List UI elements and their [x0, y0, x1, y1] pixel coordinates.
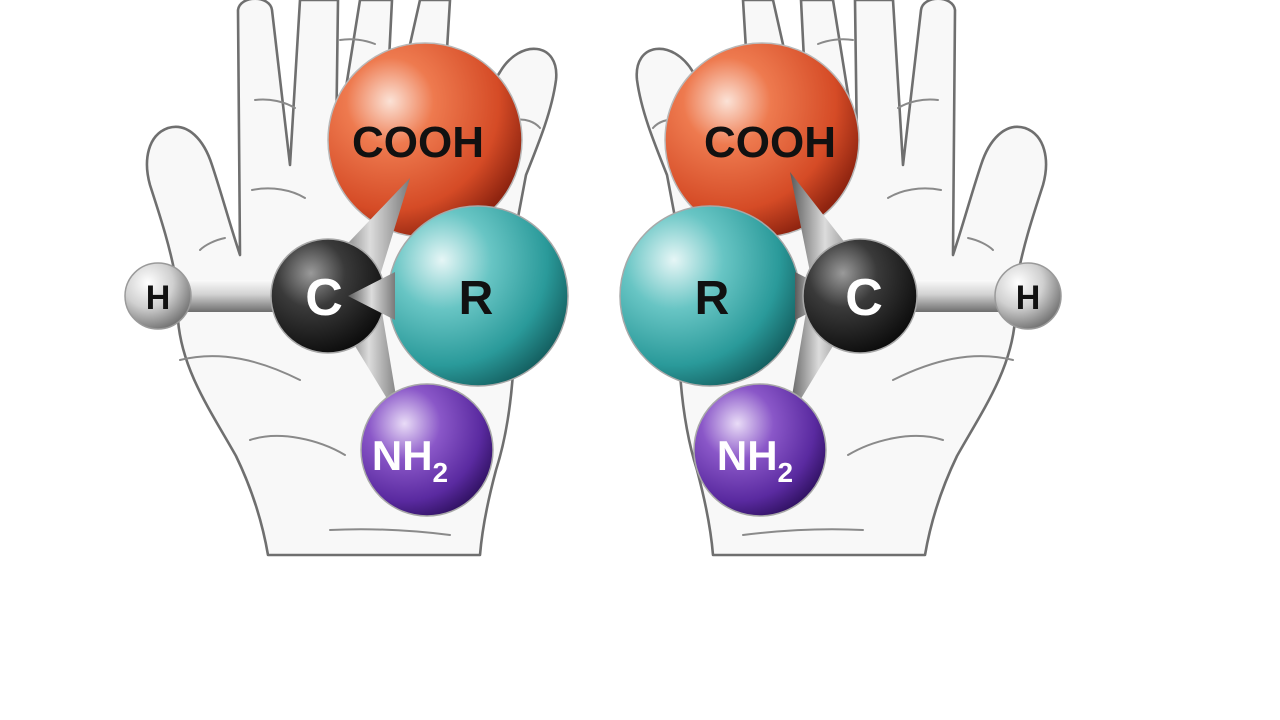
amino-label-main: NH: [372, 432, 433, 479]
carbon-label: C: [305, 269, 343, 327]
carbon-atom: [802, 238, 918, 354]
amino-label-subscript: 2: [778, 457, 794, 488]
wedge-bond-r: [348, 272, 395, 320]
carboxyl-label: COOH: [704, 118, 836, 167]
side-chain-label: R: [459, 272, 494, 325]
hydrogen-label: H: [146, 279, 171, 317]
carbon-label: C: [845, 269, 883, 327]
amino-label-subscript: 2: [433, 457, 449, 488]
hydrogen-label: H: [1016, 279, 1041, 317]
amino-label-main: NH: [717, 432, 778, 479]
hydrogen-atom: [124, 262, 192, 330]
carboxyl-label: COOH: [352, 118, 484, 167]
side-chain-label: R: [695, 272, 730, 325]
amino-group: [360, 383, 494, 517]
amino-group: [693, 383, 827, 517]
left-hand-molecule: H COOH C R NH2: [124, 0, 569, 557]
right-hand-molecule: H COOH R C NH2: [619, 0, 1062, 557]
amino-label: NH2: [717, 432, 793, 488]
amino-label: NH2: [372, 432, 448, 488]
hydrogen-atom: [994, 262, 1062, 330]
